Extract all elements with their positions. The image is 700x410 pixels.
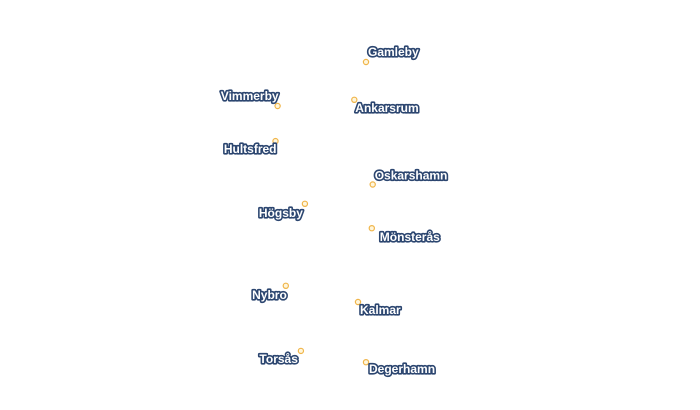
town-label-ankarsrum: Ankarsrum [355, 101, 418, 115]
town-label-gamleby: Gamleby [368, 45, 419, 59]
town-label-monsteras: Mönsterås [380, 230, 440, 244]
town-gamleby: Gamleby [362, 43, 421, 66]
town-marker-ankarsrum [351, 96, 358, 104]
town-marker-oskarshamn [369, 181, 376, 188]
town-marker-hogsby [301, 200, 309, 207]
town-marker-hultsfred [272, 137, 279, 145]
town-label-degerhamn: Degerhamn [369, 362, 435, 376]
towns-layer: GamlebyVimmerbyAnkarsrumHultsfredOskarsh… [219, 43, 449, 378]
town-label-oskarshamn: Oskarshamn [375, 169, 448, 183]
town-degerhamn: Degerhamn [362, 359, 437, 378]
town-label-torsas: Torsås [259, 352, 298, 366]
town-torsas: Torsås [258, 347, 305, 367]
town-label-kalmar: Kalmar [360, 303, 401, 317]
town-marker-vimmerby [274, 102, 281, 110]
town-oskarshamn: Oskarshamn [369, 167, 449, 188]
town-marker-gamleby [362, 58, 370, 66]
town-marker-kalmar [354, 298, 362, 306]
town-monsteras: Mönsterås [368, 224, 442, 246]
town-marker-torsas [297, 347, 305, 355]
town-ankarsrum: Ankarsrum [351, 96, 420, 116]
town-kalmar: Kalmar [354, 298, 403, 319]
town-nybro: Nybro [251, 282, 289, 303]
town-hultsfred: Hultsfred [222, 137, 279, 158]
town-label-vimmerby: Vimmerby [221, 89, 279, 103]
town-label-nybro: Nybro [252, 288, 287, 302]
town-marker-degerhamn [362, 359, 370, 366]
town-label-hultsfred: Hultsfred [224, 142, 277, 156]
town-hogsby: Högsby [257, 200, 309, 221]
town-vimmerby: Vimmerby [219, 87, 281, 110]
town-marker-nybro [282, 282, 289, 289]
town-marker-monsteras [368, 224, 375, 232]
town-label-hogsby: Högsby [259, 206, 303, 220]
